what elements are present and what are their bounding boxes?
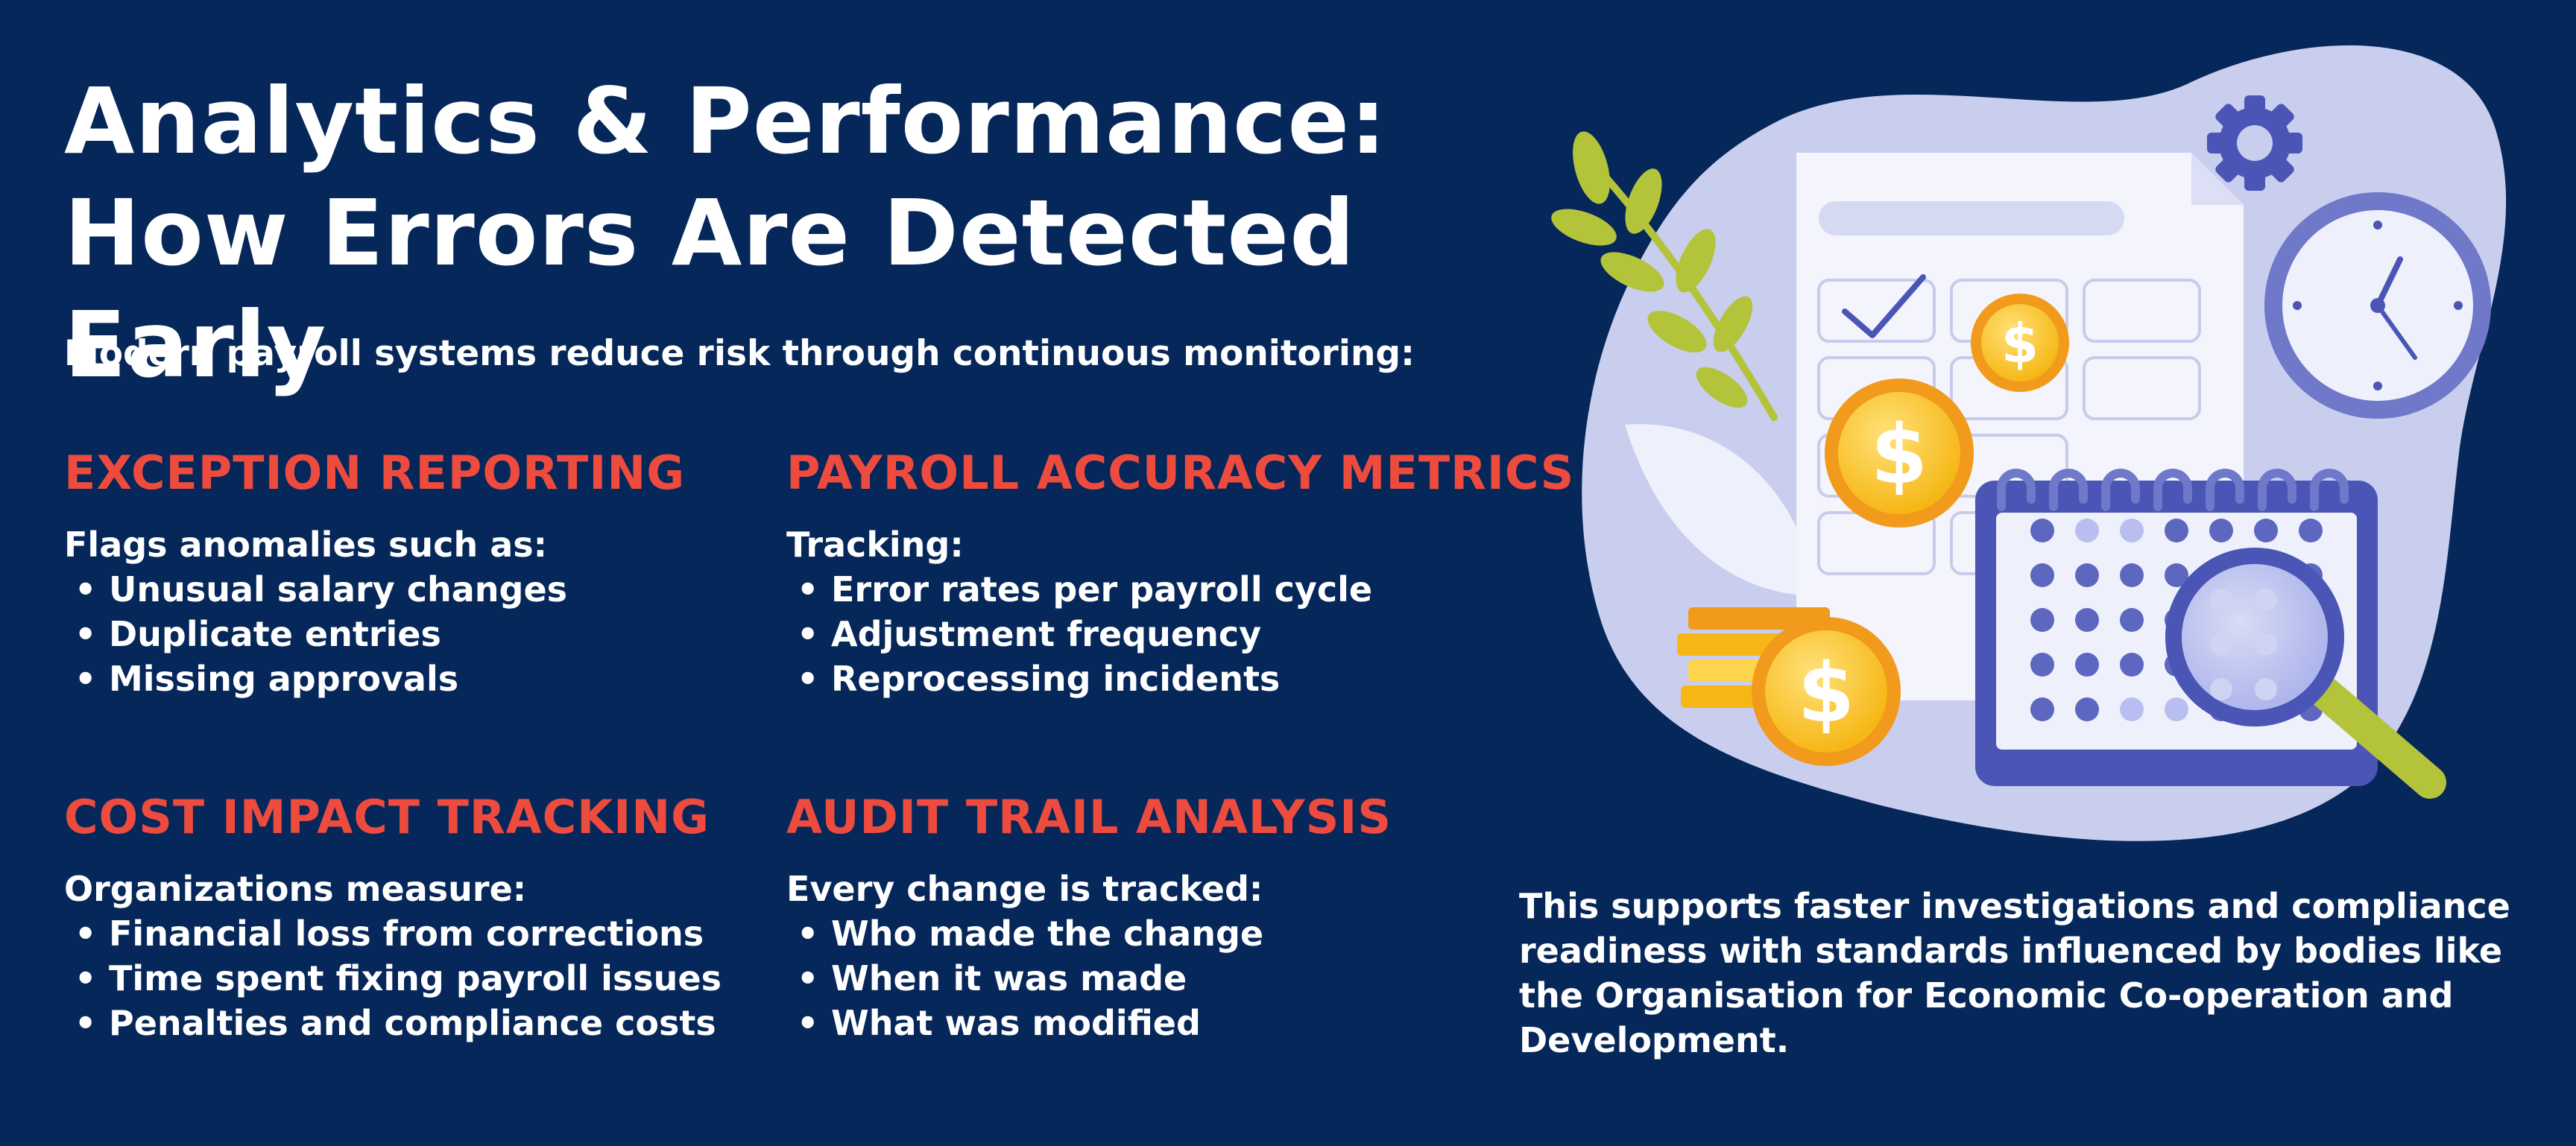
closing-text: This supports faster investigations and …: [1519, 886, 2510, 1060]
payroll-illustration: $ $ $: [1551, 45, 2507, 841]
svg-text:$: $: [1798, 645, 1855, 741]
bullet-list: Who made the change When it was made Wha…: [786, 911, 1392, 1045]
section-heading: PAYROLL ACCURACY METRICS: [786, 446, 1575, 500]
section-lead: Flags anomalies such as:: [64, 525, 548, 565]
section-audit-trail-analysis: AUDIT TRAIL ANALYSIS Every change is tra…: [786, 788, 1392, 1045]
list-item: When it was made: [797, 956, 1392, 1001]
list-item: Penalties and compliance costs: [75, 1001, 722, 1045]
section-lead: Every change is tracked:: [786, 869, 1263, 909]
intro-text: Modern payroll systems reduce risk throu…: [64, 333, 1415, 374]
bullet-list: Financial loss from corrections Time spe…: [64, 911, 722, 1045]
leaf-icon: [1625, 424, 1819, 596]
list-item: Who made the change: [797, 911, 1392, 956]
bullet-list: Error rates per payroll cycle Adjustment…: [786, 567, 1574, 701]
list-item: Error rates per payroll cycle: [797, 567, 1574, 612]
page-title: Analytics & Performance: How Errors Are …: [64, 69, 1387, 398]
list-item: Adjustment frequency: [797, 612, 1574, 656]
dollar-coin-icon: $: [1825, 379, 1974, 528]
section-heading: EXCEPTION REPORTING: [64, 446, 686, 500]
svg-text:$: $: [1871, 407, 1928, 502]
section-heading: AUDIT TRAIL ANALYSIS: [786, 790, 1392, 844]
svg-text:$: $: [2001, 312, 2039, 375]
list-item: Financial loss from corrections: [75, 911, 722, 956]
section-exception-reporting: EXCEPTION REPORTING Flags anomalies such…: [64, 443, 685, 701]
magnifier-icon: [2165, 548, 2446, 799]
bullet-list: Unusual salary changes Duplicate entries…: [64, 567, 685, 701]
list-item: What was modified: [797, 1001, 1392, 1045]
leaf-icon: [1551, 131, 1778, 421]
section-lead: Organizations measure:: [64, 869, 527, 909]
list-item: Reprocessing incidents: [797, 656, 1574, 701]
dollar-coin-icon: $: [1971, 294, 2069, 392]
section-payroll-accuracy-metrics: PAYROLL ACCURACY METRICS Tracking: Error…: [786, 443, 1574, 701]
gear-icon: [2207, 95, 2302, 191]
section-lead: Tracking:: [786, 525, 964, 565]
list-item: Time spent fixing payroll issues: [75, 956, 722, 1001]
clock-icon: [2264, 192, 2491, 419]
list-item: Duplicate entries: [75, 612, 685, 656]
list-item: Missing approvals: [75, 656, 685, 701]
dollar-coin-icon: $: [1752, 617, 1901, 766]
list-item: Unusual salary changes: [75, 567, 685, 612]
section-heading: COST IMPACT TRACKING: [64, 790, 710, 844]
section-cost-impact-tracking: COST IMPACT TRACKING Organizations measu…: [64, 788, 722, 1045]
